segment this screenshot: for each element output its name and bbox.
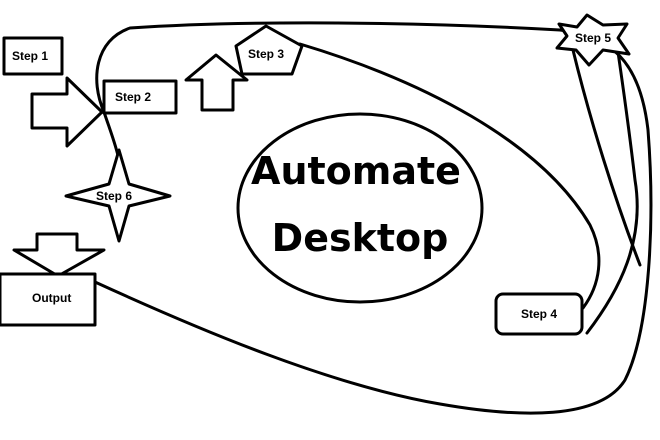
center-title-line1: Automate [251,149,461,193]
up-arrow-icon [184,53,249,112]
connector-step5-left [571,48,642,267]
step6-label: Step 6 [96,189,132,203]
step4-box [494,292,584,336]
step3-pentagon [234,24,304,76]
step3-label: Step 3 [248,47,284,61]
main-loop-connector [93,21,653,415]
connector-step4-step5-right [585,50,639,335]
center-title-line2: Desktop [272,216,449,260]
step5-star [555,13,631,67]
right-arrow-icon [30,76,104,148]
down-arrow-icon [12,232,106,278]
step2-label: Step 2 [115,90,151,104]
step1-label: Step 1 [12,49,48,63]
step5-label: Step 5 [575,31,611,45]
center-ellipse [236,112,484,304]
step1-box [2,36,64,76]
step6-star [64,148,172,243]
connector-step3-step4 [298,42,601,310]
step2-box [102,79,178,115]
output-label: Output [32,291,71,305]
output-box [0,272,97,327]
step4-label: Step 4 [521,307,557,321]
